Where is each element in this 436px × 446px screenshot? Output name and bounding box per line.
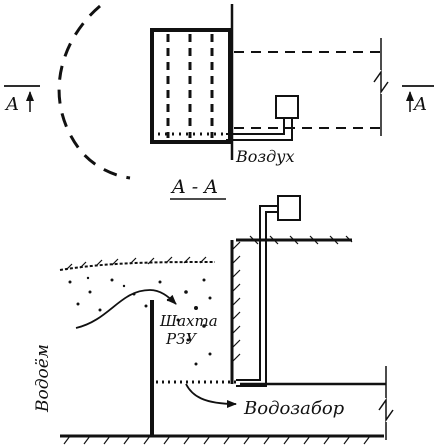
- section-letter-right: A: [412, 94, 427, 115]
- soil-surface: [59, 261, 216, 271]
- plan-pipe: [226, 118, 293, 141]
- ground-hatch: [63, 435, 371, 445]
- section-pipe: [236, 205, 278, 387]
- air-label: Воздух: [235, 147, 295, 166]
- reservoir-label: Водоём: [33, 344, 53, 413]
- section-marker-right: A: [402, 85, 434, 115]
- shaft-label-line1: Шахта: [159, 312, 218, 330]
- plan-pump-box: [275, 95, 299, 119]
- bank-wall: [230, 235, 353, 384]
- section-title: A - A: [170, 176, 218, 198]
- dashed-arc: [57, 4, 131, 180]
- soil-layer: [60, 262, 215, 380]
- section-view: [59, 195, 394, 445]
- outlet-break-zigzag: [378, 397, 394, 423]
- section-marker-left: A: [4, 85, 40, 115]
- shaft-label-line2: РЗУ: [165, 330, 197, 348]
- soil-hatch: [65, 256, 207, 271]
- water-intake-label: Водозабор: [243, 398, 345, 419]
- soil-dots: [68, 276, 212, 366]
- plan-shaft-box: [150, 28, 232, 144]
- plan-view: [57, 4, 389, 180]
- plan-break-zigzag: [373, 69, 389, 95]
- section-pump-box: [277, 195, 301, 221]
- section-letter-left: A: [4, 94, 19, 115]
- inflow-arrow: [75, 289, 177, 329]
- outflow-arrow: [185, 383, 237, 408]
